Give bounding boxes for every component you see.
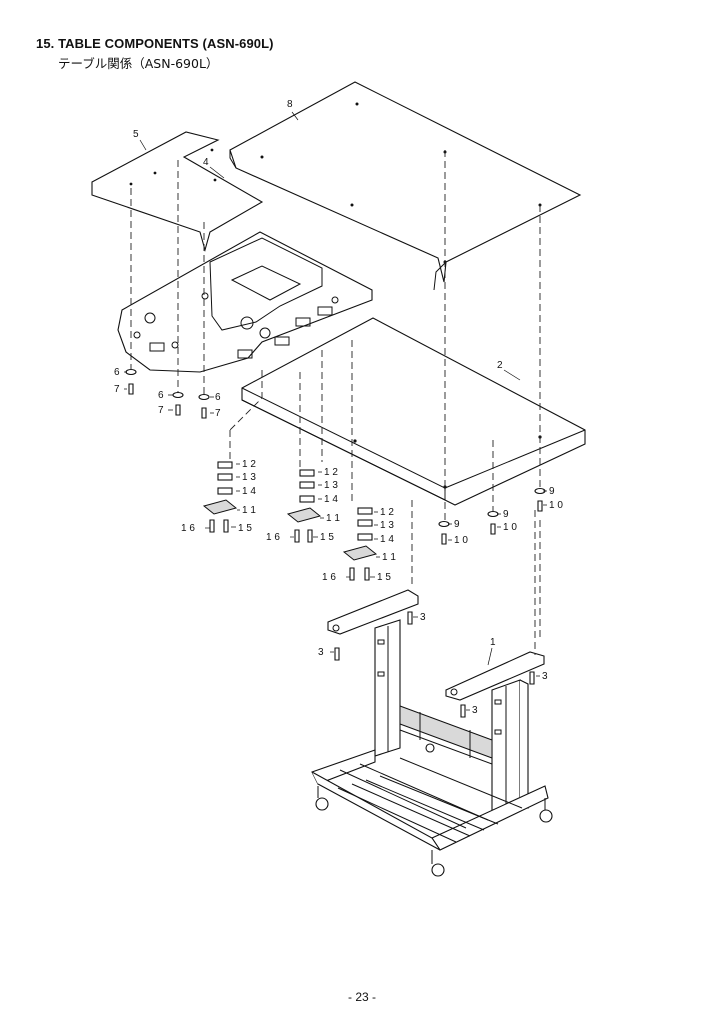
callout-14: 1 4 — [324, 494, 338, 505]
callout-13: 1 3 — [324, 480, 338, 491]
callout-10: 1 0 — [503, 522, 517, 533]
callout-6: 6 — [114, 367, 120, 378]
callout-3: 3 — [542, 671, 548, 682]
part-2-table-top — [241, 317, 586, 506]
callout-3: 3 — [472, 705, 478, 716]
callout-14: 1 4 — [242, 486, 256, 497]
callout-7: 7 — [215, 408, 221, 419]
callout-5: 5 — [133, 129, 139, 140]
assembly-dashed-lines — [130, 150, 541, 655]
callout-6: 6 — [158, 390, 164, 401]
callout-16: 1 6 — [322, 572, 336, 583]
callout-14: 1 4 — [380, 534, 394, 545]
callout-15: 1 5 — [320, 532, 334, 543]
callout-13: 1 3 — [242, 472, 256, 483]
callout-leader-lines — [124, 111, 547, 711]
page-subtitle: テーブル関係（ASN-690L） — [58, 56, 219, 71]
part-6-7-screws-washers — [125, 368, 210, 419]
callout-4: 4 — [203, 157, 209, 168]
callout-1: 1 — [490, 637, 496, 648]
callout-10: 1 0 — [549, 500, 563, 511]
callout-10: 1 0 — [454, 535, 468, 546]
callout-9: 9 — [549, 486, 555, 497]
part-11-16-hinge-assemblies — [202, 461, 378, 581]
callout-3: 3 — [420, 612, 426, 623]
bed-plate — [117, 231, 373, 373]
page-title: 15. TABLE COMPONENTS (ASN-690L) — [36, 36, 274, 51]
callout-labels: 8 5 4 2 1 6 7 6 7 6 7 1 2 1 3 1 4 1 1 1 … — [114, 99, 563, 716]
callout-11: 1 1 — [242, 505, 256, 516]
part-1-stand — [311, 589, 553, 877]
callout-11: 1 1 — [326, 513, 340, 524]
callout-7: 7 — [158, 405, 164, 416]
callout-12: 1 2 — [380, 507, 394, 518]
callout-2: 2 — [497, 360, 503, 371]
callout-7: 7 — [114, 384, 120, 395]
callout-9: 9 — [454, 519, 460, 530]
callout-15: 1 5 — [238, 523, 252, 534]
callout-6: 6 — [215, 392, 221, 403]
callout-16: 1 6 — [266, 532, 280, 543]
callout-12: 1 2 — [242, 459, 256, 470]
callout-13: 1 3 — [380, 520, 394, 531]
callout-3: 3 — [318, 647, 324, 658]
callout-8: 8 — [287, 99, 293, 110]
part-5-top-plate — [91, 131, 264, 253]
callout-15: 1 5 — [377, 572, 391, 583]
page-number: - 23 - — [347, 990, 376, 1004]
callout-9: 9 — [503, 509, 509, 520]
part-3-screws — [334, 611, 535, 718]
callout-16: 1 6 — [181, 523, 195, 534]
callout-12: 1 2 — [324, 467, 338, 478]
callout-11: 1 1 — [382, 552, 396, 563]
